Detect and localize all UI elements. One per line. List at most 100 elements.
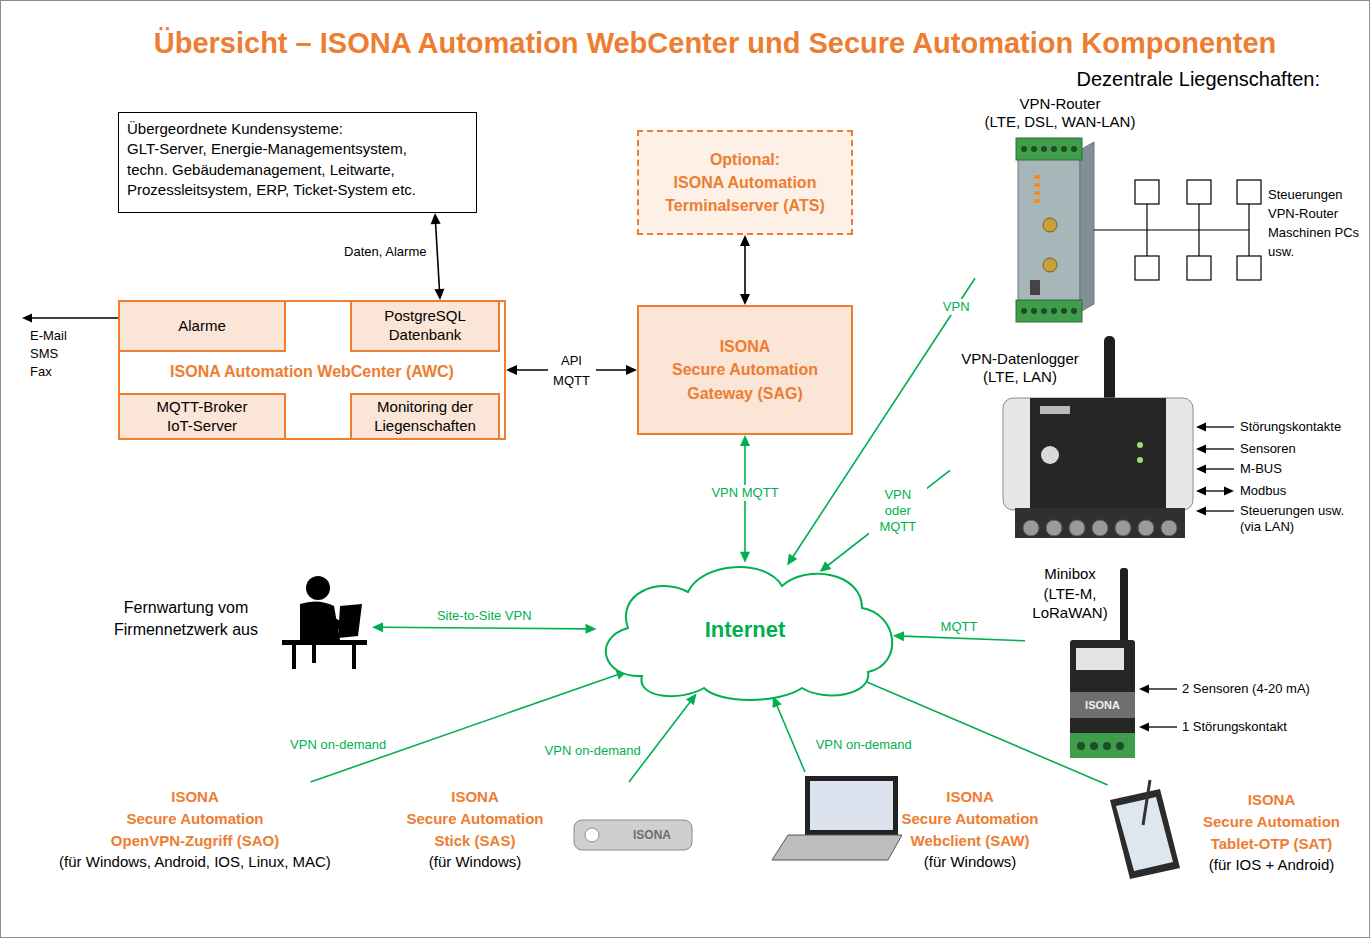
vpn-router-illustration — [1034, 191, 1040, 195]
person-icon — [282, 576, 367, 669]
vpn-router-illustration — [1031, 308, 1037, 314]
node-text: (für Windows) — [395, 851, 555, 873]
datalogger-illustration — [1138, 520, 1154, 536]
person-icon — [312, 645, 316, 663]
terminalserver-box: Optional:ISONA Automation Terminalserver… — [637, 130, 853, 235]
input-label: Sensoren — [1240, 441, 1365, 457]
datalogger-device: VPN-Datenlogger(LTE, LAN) — [950, 338, 1200, 548]
connector-line — [903, 636, 1025, 641]
minibox-illustration — [1077, 742, 1085, 750]
vpn-router-illustration — [1016, 138, 1094, 322]
node-text: VPN-Datenlogger — [950, 350, 1090, 368]
network-devices — [1248, 204, 1249, 256]
arrowhead — [626, 365, 637, 375]
vpn-router-illustration — [1061, 146, 1067, 152]
node-text: Internet — [705, 617, 786, 643]
tablet-illustration — [1110, 780, 1180, 879]
vpn-router-illustration — [1034, 199, 1040, 203]
datalogger-illustration — [1161, 520, 1177, 536]
vpn-router-illustration — [1041, 308, 1047, 314]
module-box: PostgreSQL Datenbank — [350, 300, 500, 352]
node-text: Secure Automation Tablet-OTP (SAT) — [1188, 811, 1355, 855]
vpn-router-illustration — [1021, 146, 1027, 152]
minibox-illustration — [1070, 692, 1135, 718]
gateway-box: ISONASecure Automation Gateway (SAG) — [637, 305, 853, 435]
notification-arrow — [22, 314, 118, 323]
vpn-router-illustration — [1016, 138, 1082, 160]
person-icon — [338, 604, 362, 638]
arrowhead — [893, 631, 904, 641]
datalogger-illustration — [1137, 442, 1143, 448]
node-text: (LTE, DSL, WAN-LAN) — [975, 113, 1145, 131]
node-text: Secure Automation Gateway (SAG) — [659, 358, 831, 404]
node-text: ISONA — [1188, 789, 1355, 811]
vpn-router-illustration — [1034, 183, 1040, 187]
connector-line — [629, 701, 690, 782]
arrowhead — [431, 213, 441, 224]
arrowhead — [740, 294, 750, 305]
minibox-device: Minibox(LTE-M, LoRaWAN) — [1025, 560, 1145, 762]
laptop-illustration — [805, 776, 898, 835]
node-text: Fernwartung vom Firmennetzwerk aus — [100, 597, 272, 642]
connector — [853, 676, 1108, 785]
datalogger-illustration — [1041, 446, 1059, 464]
arrowhead — [787, 554, 797, 566]
usb-stick-illustration — [574, 820, 692, 850]
datalogger-illustration — [1003, 398, 1193, 510]
connector — [773, 696, 805, 772]
module-box: MQTT-Broker IoT-Server — [118, 393, 286, 440]
datalogger-illustration — [1015, 508, 1185, 538]
connector-line — [862, 680, 1107, 785]
input-arrows — [1196, 445, 1206, 454]
vpn-router-illustration — [1043, 218, 1057, 232]
node-text: Secure Automation Webclient (SAW) — [890, 808, 1050, 852]
node-text: (LTE, LAN) — [950, 368, 1090, 386]
minibox-illustration — [1070, 733, 1135, 758]
vpn-router-device: VPN-Router(LTE, DSL, WAN-LAN) — [975, 95, 1145, 330]
device-list: Steuerungen VPN-Router Maschinen PCs usw… — [1268, 186, 1360, 261]
input-arrows — [1206, 490, 1224, 491]
vpn-router-illustration — [1043, 258, 1057, 272]
connector-line — [382, 627, 587, 629]
input-arrows — [1139, 723, 1149, 732]
region-heading: Dezentrale Liegenschaften: — [1020, 68, 1320, 91]
node-text: ISONA — [890, 786, 1050, 808]
node-text: Secure Automation Stick (SAS) — [395, 808, 555, 852]
network-devices — [1187, 256, 1211, 280]
vpn-router-illustration — [1051, 146, 1057, 152]
arrowhead — [820, 561, 832, 572]
person-icon — [306, 576, 330, 600]
webcenter-box: ISONA Automation WebCenter (AWC)AlarmePo… — [118, 300, 506, 440]
internet-cloud: Internet — [580, 550, 910, 710]
node-text: (für IOS + Android) — [1188, 854, 1355, 876]
client-webclient: ISONASecure Automation Webclient (SAW)(f… — [770, 772, 1050, 873]
network-devices — [1094, 180, 1261, 280]
vpn-router-illustration — [1080, 142, 1094, 312]
connector-line — [744, 245, 746, 295]
node-text: Alarme — [178, 317, 226, 336]
edge-label: Daten, Alarme — [341, 244, 429, 260]
module-box: Monitoring der Liegenschaften — [350, 393, 500, 440]
connector — [311, 670, 628, 782]
cloud-outline — [606, 567, 892, 700]
node-text: Übergeordnete Kundensysteme: — [127, 119, 446, 139]
node-text: Optional: — [710, 148, 780, 171]
edge-label: VPN on-demand — [542, 743, 644, 759]
connector — [820, 470, 950, 572]
node-text: VPN-Router — [975, 95, 1145, 113]
datalogger-illustration — [1046, 520, 1062, 536]
datalogger-illustration — [1040, 406, 1070, 414]
input-label: Störungskontakte — [1240, 419, 1365, 435]
channel-label: Fax — [30, 364, 90, 379]
input-arrows — [1196, 465, 1206, 474]
input-arrows — [1196, 507, 1206, 516]
minibox-illustration — [1070, 640, 1135, 758]
vpn-router-illustration — [1030, 280, 1040, 295]
person-icon — [282, 640, 367, 645]
tablet-illustration — [1143, 780, 1150, 825]
connector-line — [777, 705, 805, 772]
network-devices — [1237, 180, 1261, 204]
datalogger-illustration — [1115, 520, 1131, 536]
node-text: Secure Automation OpenVPN-Zugriff (SAO) — [95, 808, 295, 852]
